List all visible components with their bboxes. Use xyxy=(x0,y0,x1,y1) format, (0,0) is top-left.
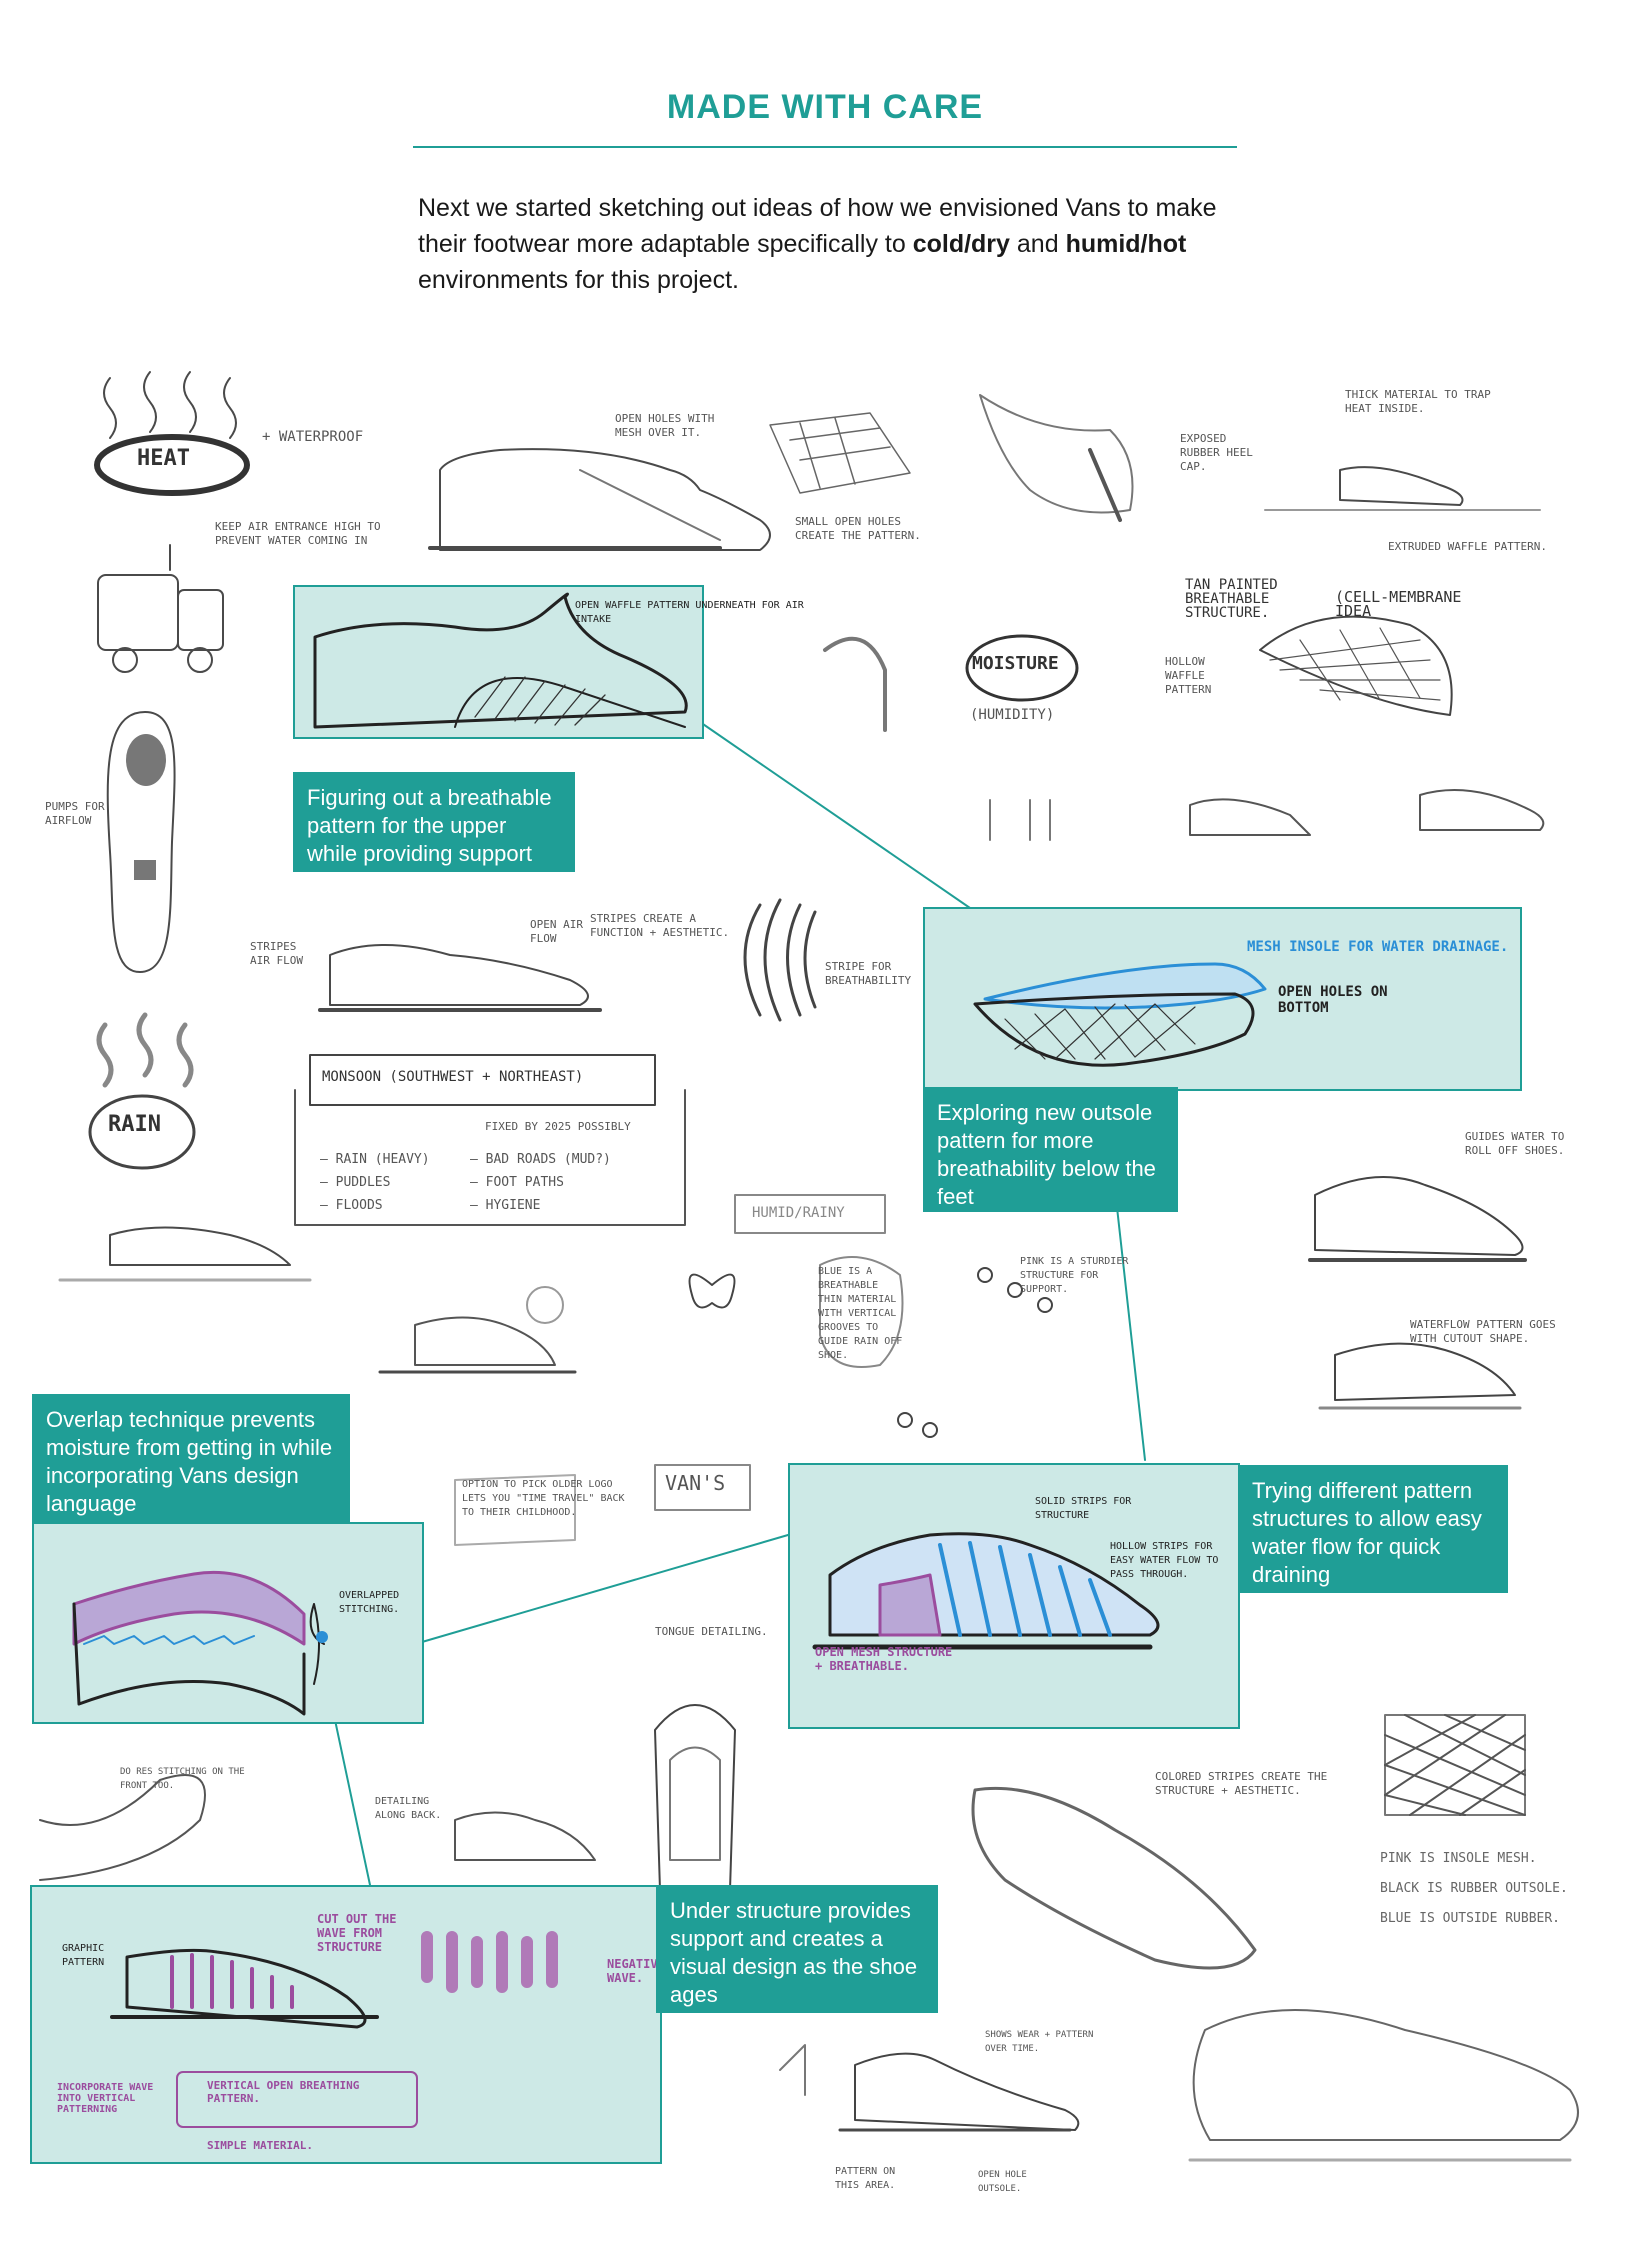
label-moisture: MOISTURE xyxy=(972,653,1059,674)
under-structure-sketch xyxy=(110,1931,558,2128)
strips-sketch xyxy=(812,1532,1160,1650)
label-blue-outside: BLUE IS OUTSIDE RUBBER. xyxy=(1380,1911,1561,1926)
intro-text-a: Next we started sketching out ideas of h… xyxy=(418,194,1217,258)
label-incorporate-wave: INCORPORATE WAVE INTO VERTICAL PATTERNIN… xyxy=(57,2082,154,2115)
sketch-box-strips: SOLID STRIPS FOR STRUCTURE HOLLOW STRIPS… xyxy=(788,1463,1240,1729)
page-title: MADE WITH CARE xyxy=(666,88,984,126)
sketch-box-overlap: OVERLAPPED STITCHING. xyxy=(32,1522,424,1724)
intro-bold-cold: cold/dry xyxy=(912,230,1010,258)
label-waffle-underneath: OPEN WAFFLE PATTERN UNDERNEATH FOR AIR I… xyxy=(575,600,804,625)
label-pink-sturdier: PINK IS A STURDIER STRUCTURE FOR SUPPORT… xyxy=(1020,1256,1129,1295)
label-open-hole: OPEN HOLE OUTSOLE. xyxy=(978,2170,1027,2194)
list-item: — HYGIENE xyxy=(470,1198,541,1213)
label-small-open-holes: SMALL OPEN HOLES CREATE THE PATTERN. xyxy=(795,515,921,542)
list-item: — BAD ROADS (MUD?) xyxy=(470,1152,611,1167)
label-pumps: PUMPS FOR AIRFLOW xyxy=(45,800,105,827)
label-hollow-strips: HOLLOW STRIPS FOR EASY WATER FLOW TO PAS… xyxy=(1110,1541,1219,1580)
label-vans-logo: VAN'S xyxy=(665,1471,726,1495)
outsole-sketch xyxy=(973,962,1267,1067)
label-graphic-pattern: GRAPHIC PATTERN xyxy=(62,1943,105,1968)
monsoon-list-right: — BAD ROADS (MUD?) — FOOT PATHS — HYGIEN… xyxy=(470,1148,611,1217)
sketch-box-under-structure: GRAPHIC PATTERN CUT OUT THE WAVE FROM ST… xyxy=(30,1885,665,2164)
label-colored-stripes: COLORED STRIPES CREATE THE STRUCTURE + A… xyxy=(1155,1770,1328,1797)
intro-paragraph: Next we started sketching out ideas of h… xyxy=(418,190,1258,298)
label-detailing-back: DETAILING ALONG BACK. xyxy=(375,1796,442,1821)
label-open-air-flow: OPEN AIR FLOW xyxy=(530,918,583,945)
overlap-sketch xyxy=(72,1570,328,1716)
label-open-mesh: OPEN MESH STRUCTURE + BREATHABLE. xyxy=(815,1645,953,1673)
caption-breathable-upper: Figuring out a breathable pattern for th… xyxy=(293,772,575,872)
label-rain: RAIN xyxy=(108,1112,161,1137)
label-negative-wave: NEGATIVE WAVE. xyxy=(607,1957,665,1985)
label-vertical-breathing: VERTICAL OPEN BREATHING PATTERN. xyxy=(207,2079,360,2105)
label-guides-water: GUIDES WATER TO ROLL OFF SHOES. xyxy=(1465,1130,1565,1157)
label-shows-wear: SHOWS WEAR + PATTERN OVER TIME. xyxy=(985,2030,1094,2054)
label-black-rubber: BLACK IS RUBBER OUTSOLE. xyxy=(1380,1881,1568,1896)
label-hollow-waffle: HOLLOW WAFFLE PATTERN xyxy=(1165,655,1212,696)
caption-under-structure: Under structure provides support and cre… xyxy=(656,1885,938,2013)
label-pink-insole: PINK IS INSOLE MESH. xyxy=(1380,1851,1537,1866)
label-air-entrance: KEEP AIR ENTRANCE HIGH TO PREVENT WATER … xyxy=(215,520,381,547)
label-option-logo: OPTION TO PICK OLDER LOGO LETS YOU "TIME… xyxy=(462,1479,625,1518)
label-stripes-function: STRIPES CREATE A FUNCTION + AESTHETIC. xyxy=(590,912,730,939)
caption-outsole: Exploring new outsole pattern for more b… xyxy=(923,1087,1178,1212)
label-stripe-breathability: STRIPE FOR BREATHABILITY xyxy=(825,960,912,987)
intro-text-c: and xyxy=(1009,230,1066,258)
intro-text-d: environments for this project. xyxy=(418,266,739,294)
label-overlapped: OVERLAPPED STITCHING. xyxy=(339,1590,400,1615)
label-no-res: DO RES STITCHING ON THE FRONT TOO. xyxy=(120,1767,245,1791)
label-pattern-area: PATTERN ON THIS AREA. xyxy=(835,2166,896,2191)
label-thick-material: THICK MATERIAL TO TRAP HEAT INSIDE. xyxy=(1345,388,1491,415)
label-cut-out-wave: CUT OUT THE WAVE FROM STRUCTURE xyxy=(317,1912,397,1954)
connector-lines xyxy=(334,721,1146,1886)
sketch-box-breathable-upper: OPEN WAFFLE PATTERN UNDERNEATH FOR AIR I… xyxy=(293,585,804,739)
label-exposed-heel: EXPOSED RUBBER HEEL CAP. xyxy=(1180,432,1253,473)
list-item: — PUDDLES xyxy=(320,1175,391,1190)
label-open-holes-bottom: OPEN HOLES ON BOTTOM xyxy=(1278,984,1388,1016)
intro-bold-humid: humid/hot xyxy=(1065,230,1187,258)
label-solid-strips: SOLID STRIPS FOR STRUCTURE xyxy=(1035,1496,1132,1521)
caption-overlap: Overlap technique prevents moisture from… xyxy=(32,1394,350,1522)
label-fixed-by: FIXED BY 2025 POSSIBLY xyxy=(485,1120,631,1133)
caption-strips: Trying different pattern structures to a… xyxy=(1238,1465,1508,1593)
label-humidity: (HUMIDITY) xyxy=(970,707,1055,723)
title-divider xyxy=(413,146,1237,148)
label-mesh-insole: MESH INSOLE FOR WATER DRAINAGE. xyxy=(1247,939,1509,955)
list-item: — FLOODS xyxy=(320,1198,383,1213)
label-stripes-air: STRIPES AIR FLOW xyxy=(250,940,303,967)
label-simple-material: SIMPLE MATERIAL. xyxy=(207,2139,313,2152)
shoe-sketch xyxy=(313,592,688,729)
label-monsoon: MONSOON (SOUTHWEST + NORTHEAST) xyxy=(322,1069,584,1085)
label-blue-breathable: BLUE IS A BREATHABLE THIN MATERIAL WITH … xyxy=(818,1266,903,1361)
label-extruded-waffle: EXTRUDED WAFFLE PATTERN. xyxy=(1388,540,1547,553)
label-tan-painted: TAN PAINTED BREATHABLE STRUCTURE. xyxy=(1185,577,1278,621)
label-cell-membrane: (CELL-MEMBRANE IDEA xyxy=(1335,588,1462,620)
label-waterproof: + WATERPROOF xyxy=(262,429,364,445)
label-open-holes-mesh: OPEN HOLES WITH MESH OVER IT. xyxy=(615,412,715,439)
label-waterflow-pattern: WATERFLOW PATTERN GOES WITH CUTOUT SHAPE… xyxy=(1410,1318,1556,1345)
label-humid-rainy: HUMID/RAINY xyxy=(752,1205,845,1221)
label-heat: HEAT xyxy=(137,446,190,471)
monsoon-list-left: — RAIN (HEAVY) — PUDDLES — FLOODS xyxy=(320,1148,430,1217)
list-item: — RAIN (HEAVY) xyxy=(320,1152,430,1167)
sketch-box-outsole: MESH INSOLE FOR WATER DRAINAGE. OPEN HOL… xyxy=(923,907,1522,1091)
list-item: — FOOT PATHS xyxy=(470,1175,564,1190)
label-tongue-detailing: TONGUE DETAILING. xyxy=(655,1625,768,1638)
